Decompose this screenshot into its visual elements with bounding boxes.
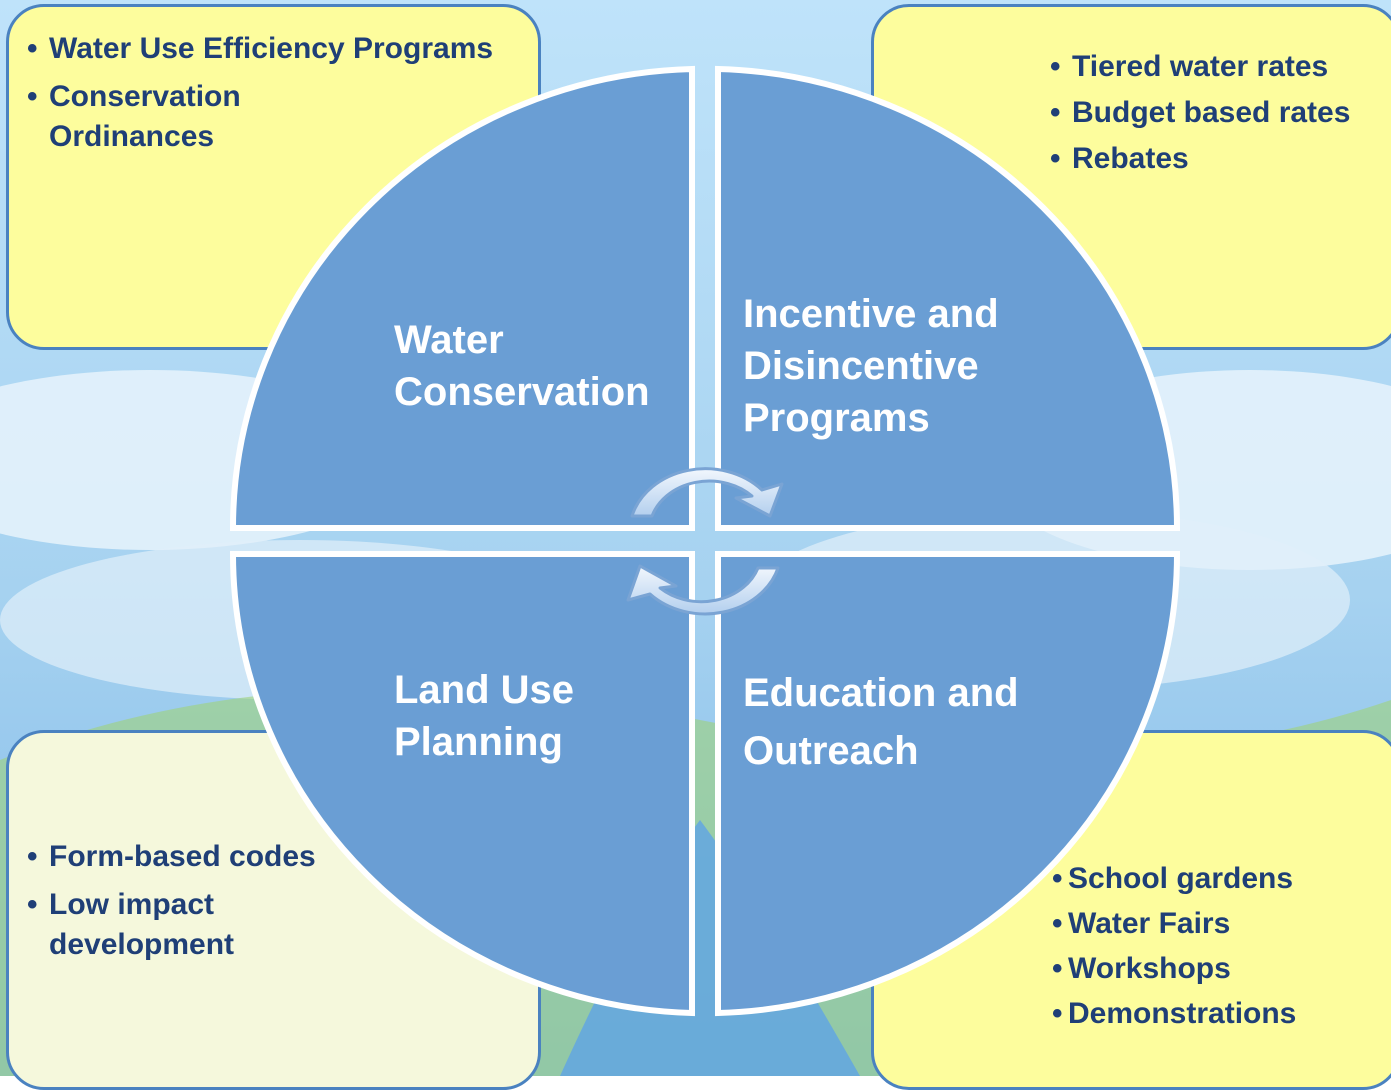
list-item: Form-based codes (27, 837, 316, 877)
quadrant-label-education-outreach: Education and Outreach (743, 671, 1019, 773)
bullet-list: Tiered water rates Budget based rates Re… (1050, 47, 1350, 185)
quadrant-water-conservation (229, 65, 695, 531)
quadrant-label-land-use-planning: Land Use Planning (394, 668, 575, 764)
bullet-list: Water Use Efficiency Programs Conservati… (27, 29, 493, 165)
bullet-list: School gardens Water Fairs Workshops Dem… (1052, 859, 1296, 1039)
list-item: Water Use Efficiency Programs (27, 29, 493, 69)
quadrant-education-outreach (715, 551, 1181, 1017)
quadrant-land-use-planning (229, 551, 695, 1017)
quadrant-incentive-programs (715, 65, 1181, 531)
quadrant-label-water-conservation: Water Conservation (394, 318, 650, 414)
list-item: Rebates (1050, 139, 1350, 179)
cycle-arrow-bottom-icon (626, 564, 780, 616)
quadrant-label-incentive-programs: Incentive and Disincentive Programs (743, 292, 999, 440)
list-item: Water Fairs (1052, 904, 1296, 944)
list-item: Workshops (1052, 949, 1296, 989)
list-item: Tiered water rates (1050, 47, 1350, 87)
river (560, 820, 860, 1076)
list-item: Budget based rates (1050, 93, 1350, 133)
list-item: School gardens (1052, 859, 1296, 899)
cycle-arrow-top-icon (630, 467, 784, 518)
list-item: Low impact development (27, 885, 269, 965)
bullet-list: Form-based codes Low impact development (27, 837, 316, 973)
list-item: Demonstrations (1052, 994, 1296, 1034)
list-item: Conservation Ordinances (27, 77, 289, 157)
